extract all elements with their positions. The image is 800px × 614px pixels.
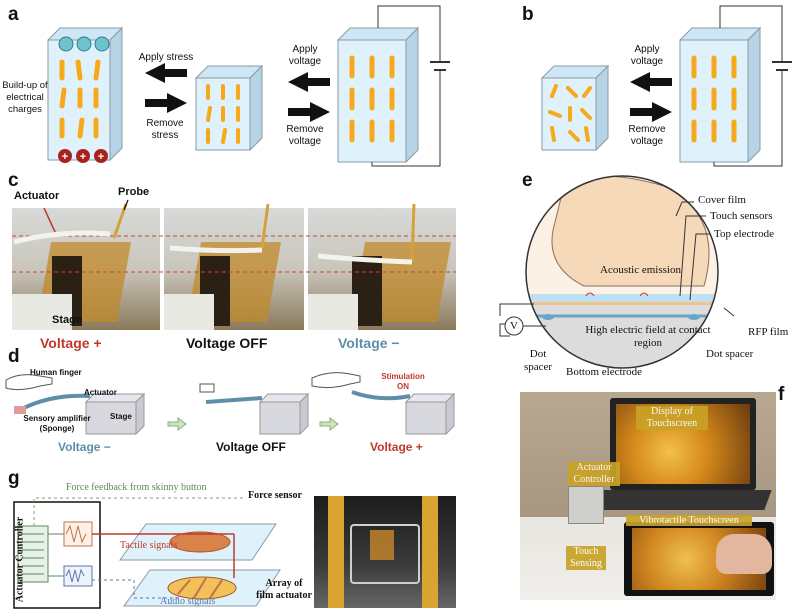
voltage-off-d: Voltage OFF	[216, 440, 286, 454]
charges-label: Build-up of electrical charges	[2, 80, 48, 115]
actuator-label-c: Actuator	[14, 190, 60, 202]
apply-voltage-label-a: Apply voltage	[288, 44, 322, 67]
rfp-film-label: RFP film	[748, 326, 789, 338]
panel-letter-d: d	[8, 346, 20, 367]
tactile-signals-label: Tactile signals	[120, 540, 178, 551]
top-electrode-label: Top electrode	[714, 228, 775, 240]
force-sensor-label: Force sensor	[248, 490, 302, 501]
stage-label-c: Stage	[52, 314, 82, 326]
laptop-base	[594, 490, 772, 510]
vibrotactile-tablet	[624, 522, 774, 596]
actuator-label-d: Actuator	[84, 388, 117, 397]
panel-letter-e: e	[522, 170, 533, 191]
array-label: Array of film actuator	[256, 578, 312, 601]
panel-c-overlay	[12, 199, 456, 273]
stage-label-d: Stage	[110, 412, 132, 421]
piezo-box-small	[194, 64, 264, 152]
apply-stress-label: Apply stress	[138, 52, 194, 63]
cover-film-label: Cover film	[698, 194, 746, 206]
panel-letter-g: g	[8, 468, 20, 489]
high-field-label: High electric field at contact region	[585, 324, 711, 349]
actuator-controller-label-f: Actuator Controller	[568, 462, 620, 486]
voltage-minus-d: Voltage −	[58, 440, 111, 454]
remove-stress-label: Remove stress	[146, 118, 184, 141]
remove-voltage-label-a: Remove voltage	[286, 124, 324, 147]
display-label: Display of Touchscreen	[636, 406, 708, 430]
piezo-box-poled	[678, 5, 792, 167]
sensory-amplifier-label: Sensory amplifier (Sponge)	[23, 414, 91, 433]
panel-letter-f: f	[778, 384, 785, 405]
stimulation-on-label: Stimulation ON	[381, 372, 425, 391]
dot-spacer-left-label: Dot spacer	[523, 348, 553, 373]
panel-b-diagram	[540, 5, 792, 167]
human-finger-label: Human finger	[30, 368, 82, 377]
controller-box	[568, 486, 604, 524]
piezo-box-charged: + + +	[46, 26, 124, 163]
panel-g-diagram	[13, 497, 281, 609]
acoustic-emission-label: Acoustic emission	[600, 264, 681, 276]
panel-letter-b: b	[522, 4, 534, 25]
voltmeter-label: V	[510, 320, 518, 332]
panel-a-diagram: + + +	[46, 5, 450, 167]
svg-text:+: +	[62, 151, 68, 163]
voltage-off-c: Voltage OFF	[186, 335, 268, 351]
voltage-plus-d: Voltage +	[370, 440, 423, 454]
photo-touchscreen-setup	[520, 392, 776, 600]
photo-film-actuator-array	[314, 496, 456, 608]
probe-label: Probe	[118, 186, 150, 198]
remove-voltage-label-b: Remove voltage	[628, 124, 666, 147]
svg-text:+: +	[80, 151, 86, 163]
piezo-box-voltage	[336, 5, 450, 167]
photo-voltage-off	[164, 208, 304, 330]
touch-sensing-label: Touch Sensing	[566, 546, 606, 570]
apply-voltage-label-b: Apply voltage	[630, 44, 664, 67]
svg-text:+: +	[98, 151, 104, 163]
panel-e-diagram	[499, 175, 735, 369]
panel-d-diagram	[5, 372, 456, 436]
voltage-plus-c: Voltage +	[40, 335, 102, 351]
dot-spacer-right-label: Dot spacer	[706, 348, 754, 360]
actuator-controller-label-g: Actuator Controller	[14, 516, 26, 603]
touch-sensors-label: Touch sensors	[710, 210, 773, 222]
photo-voltage-plus	[12, 208, 160, 330]
voltage-minus-c: Voltage −	[338, 335, 400, 351]
panel-letter-a: a	[8, 4, 19, 25]
force-feedback-label: Force feedback from skinny button	[66, 482, 207, 493]
bottom-electrode-label: Bottom electrode	[566, 366, 643, 378]
panel-letter-c: c	[8, 170, 19, 191]
audio-signals-label: Audio signals	[160, 596, 216, 607]
photo-voltage-minus	[308, 208, 456, 330]
vibrotactile-label: Vibrotactile Touchscreen	[626, 515, 752, 526]
piezo-box-random	[540, 64, 610, 152]
